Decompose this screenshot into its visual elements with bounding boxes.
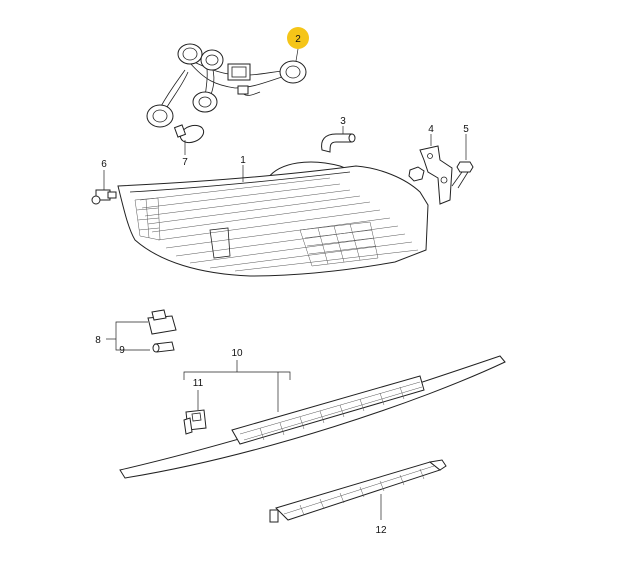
- callout-10-label[interactable]: 10: [231, 348, 243, 359]
- bracket-lines-10-11: [183, 360, 291, 412]
- callout-11-label[interactable]: 11: [193, 378, 204, 389]
- callout-4-label[interactable]: 4: [428, 124, 434, 135]
- callout-1-label[interactable]: 1: [240, 155, 246, 166]
- callout-5-label[interactable]: 5: [463, 124, 469, 135]
- hose-part[interactable]: [321, 126, 356, 153]
- callout-9-label[interactable]: 9: [119, 345, 125, 356]
- mounting-clip-part[interactable]: [183, 409, 207, 435]
- callout-8-label[interactable]: 8: [95, 335, 101, 346]
- callout-7-label[interactable]: 7: [182, 157, 188, 168]
- wiring-harness-part[interactable]: [146, 43, 307, 128]
- brake-light-strip-part[interactable]: [119, 355, 506, 479]
- clip-part[interactable]: [147, 309, 177, 335]
- bracket-lines-8-9: [106, 321, 150, 351]
- bulb-part[interactable]: [173, 122, 206, 155]
- bracket-part[interactable]: [408, 134, 453, 205]
- led-module-part[interactable]: [269, 459, 447, 523]
- pin-part[interactable]: [152, 341, 175, 353]
- plug-part[interactable]: [91, 170, 117, 205]
- screw-part[interactable]: [451, 134, 474, 189]
- callout-12-label[interactable]: 12: [375, 525, 387, 536]
- callout-2-label: 2: [295, 34, 301, 45]
- callout-3-label[interactable]: 3: [340, 116, 346, 127]
- tail-light-housing-part[interactable]: [117, 161, 429, 277]
- callout-2-highlight: [287, 27, 309, 49]
- callout-2[interactable]: 2: [287, 27, 309, 62]
- callout-6-label[interactable]: 6: [101, 159, 107, 170]
